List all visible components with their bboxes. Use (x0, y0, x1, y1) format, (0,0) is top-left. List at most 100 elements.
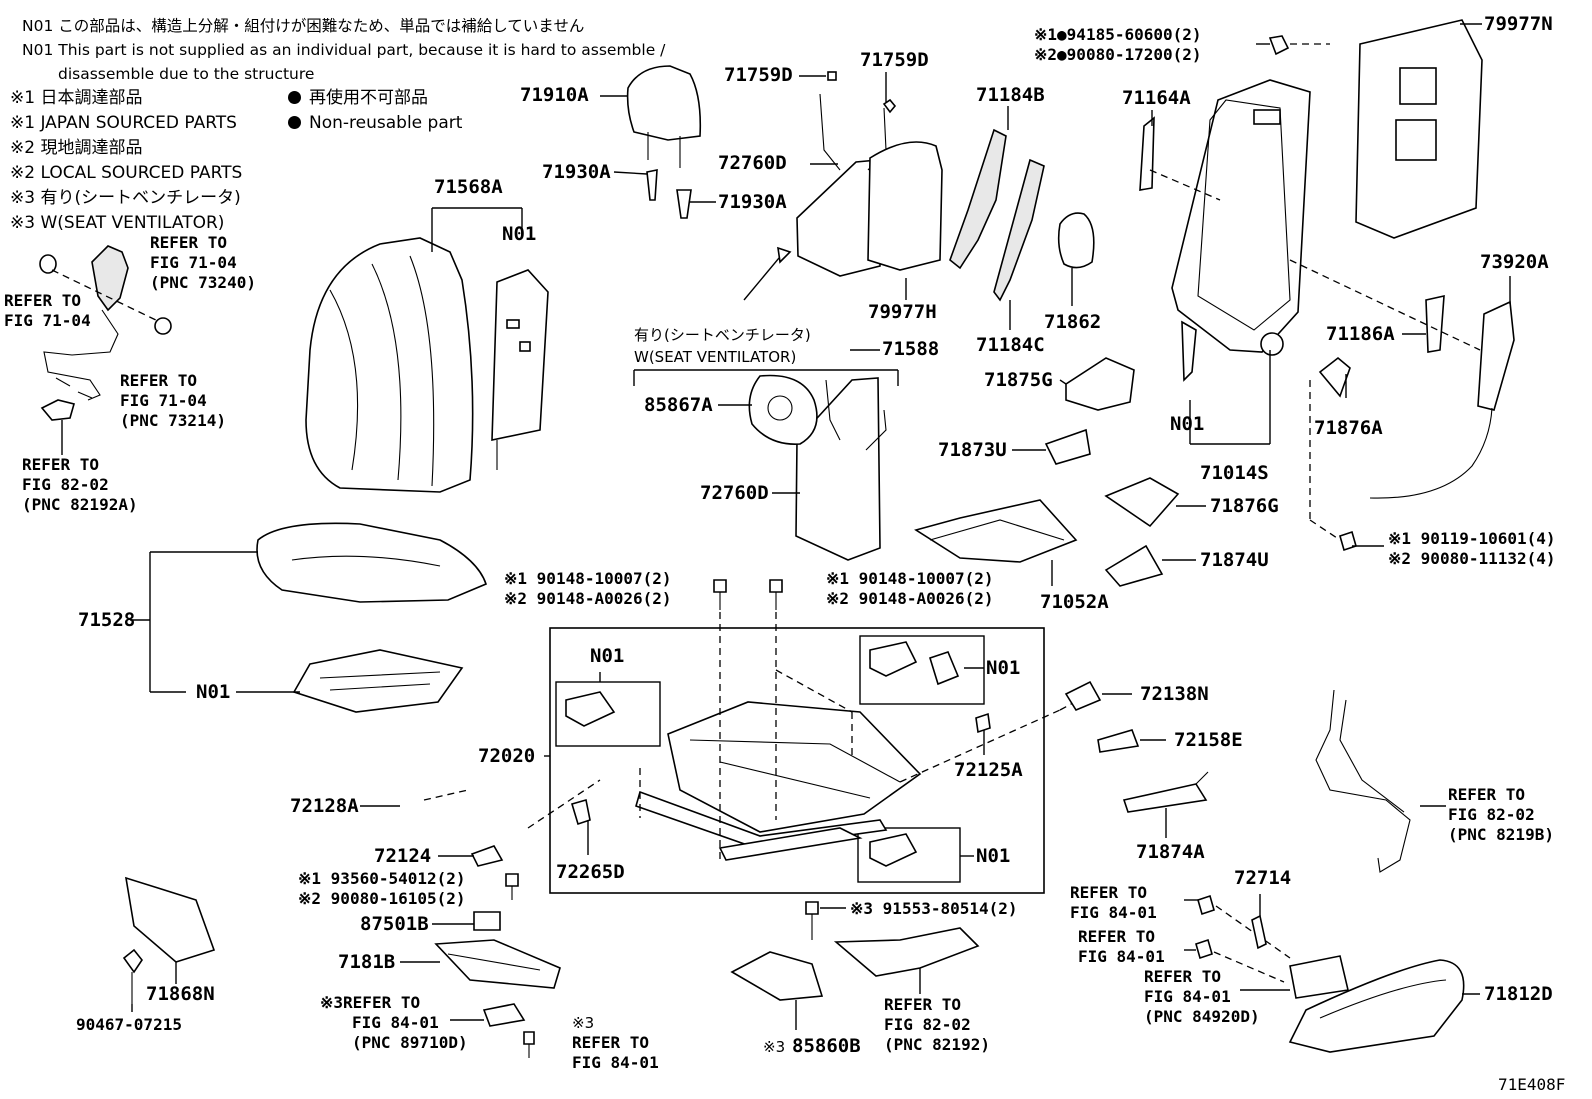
ref11-line2: FIG 84-01 (572, 1053, 659, 1072)
ref9-line2: FIG 82-02 (884, 1015, 971, 1034)
label-72158E: 72158E (1174, 729, 1243, 751)
label-73920A: 73920A (1480, 251, 1549, 273)
bolt-90080-11132: ※2 90080-11132(4) (1388, 549, 1556, 568)
legend-n01-en-2: disassemble due to the structure (58, 65, 315, 83)
label-71014S: 71014S (1200, 462, 1269, 484)
leader-lines (130, 23, 1511, 1030)
label-71186A: 71186A (1326, 323, 1395, 345)
legend-dot-en: Non-reusable part (309, 113, 463, 133)
ref3-line1: REFER TO (120, 371, 197, 390)
recliner-drawing (914, 477, 1180, 587)
legend-nonreusable: 再使用不可部品 Non-reusable part (288, 86, 462, 136)
legend-s3-en: ※3 W(SEAT VENTILATOR) (10, 213, 225, 233)
seat-track-box (423, 579, 1091, 894)
bolt-90148-right-1: ※1 90148-10007(2) (826, 569, 994, 588)
label-71874A: 71874A (1136, 841, 1205, 863)
label-71910A: 71910A (520, 84, 589, 106)
bolt-labels: ※1●94185-60600(2) ※2●90080-17200(2) ※1 9… (76, 25, 1556, 1034)
ref5-line3: (PNC 8219B) (1448, 825, 1554, 844)
label-n01-frame: N01 (1170, 413, 1204, 435)
legend-source: ※1 日本調達部品 ※1 JAPAN SOURCED PARTS ※2 現地調達… (10, 86, 242, 236)
legend-s1-jp: ※1 日本調達部品 (10, 88, 143, 108)
label-71052A: 71052A (1040, 591, 1109, 613)
label-n01-cushion: N01 (196, 681, 230, 703)
label-71812D: 71812D (1484, 983, 1553, 1005)
ref5-line1: REFER TO (1448, 785, 1525, 804)
wire-frame-drawing (743, 71, 943, 561)
bolt-90148-left-2: ※2 90148-A0026(2) (504, 589, 672, 608)
drawing-id: 71E408F (1498, 1075, 1565, 1094)
ref9-line1: REFER TO (884, 995, 961, 1014)
label-71874U: 71874U (1200, 549, 1269, 571)
seat-cushion-drawing (256, 522, 487, 713)
s3-mark-85860B: ※3 (763, 1038, 785, 1056)
legend: N01 この部品は、構造上分解・組付けが困難なため、単品では補給していません N… (22, 14, 665, 86)
label-7181B: 7181B (338, 951, 395, 973)
label-79977N: 79977N (1484, 13, 1553, 35)
legend-s1-en: ※1 JAPAN SOURCED PARTS (10, 113, 237, 133)
ref8-line1: REFER TO (1144, 967, 1221, 986)
label-72714: 72714 (1234, 867, 1291, 889)
ref4-line1: REFER TO (22, 455, 99, 474)
label-72020: 72020 (478, 745, 535, 767)
label-85867A: 85867A (644, 394, 713, 416)
refer-callouts: REFER TO FIG 71-04 (PNC 73240) REFER TO … (4, 233, 1554, 1072)
legend-n01-jp: N01 この部品は、構造上分解・組付けが困難なため、単品では補給していません (22, 17, 585, 35)
legend-s2-en: ※2 LOCAL SOURCED PARTS (10, 163, 243, 183)
ref2-line1: REFER TO (4, 291, 81, 310)
label-71184C: 71184C (976, 334, 1045, 356)
label-85860B: 85860B (792, 1035, 861, 1057)
ref1-line3: (PNC 73240) (150, 273, 256, 292)
nonreusable-dot-icon (288, 91, 301, 104)
ventilator-group: 有り(シートベンチレータ) W(SEAT VENTILATOR) (633, 326, 899, 386)
label-71759D-1: 71759D (724, 64, 793, 86)
switch-harness-drawing (39, 245, 172, 455)
bolt-90119: ※1 90119-10601(4) (1388, 529, 1556, 548)
ref6-line2: FIG 84-01 (1070, 903, 1157, 922)
bolt-94185: ※1●94185-60600(2) (1034, 25, 1202, 44)
ref11-line1: REFER TO (572, 1033, 649, 1052)
label-71873U: 71873U (938, 439, 1007, 461)
ref8-line3: (PNC 84920D) (1144, 1007, 1260, 1026)
bolt-90148-left-1: ※1 90148-10007(2) (504, 569, 672, 588)
ref7-line1: REFER TO (1078, 927, 1155, 946)
ref11-s3: ※3 (572, 1014, 594, 1032)
ref1-line2: FIG 71-04 (150, 253, 237, 272)
label-n01-track-1: N01 (590, 645, 624, 667)
label-n01-track-2: N01 (986, 657, 1020, 679)
legend-s2-jp: ※2 現地調達部品 (10, 138, 143, 158)
nonreusable-dot-icon (288, 116, 301, 129)
bolt-90467: 90467-07215 (76, 1015, 182, 1034)
label-72760D-2: 72760D (700, 482, 769, 504)
label-72125A: 72125A (954, 759, 1023, 781)
label-72128A: 72128A (290, 795, 359, 817)
bolt-90080-17200: ※2●90080-17200(2) (1034, 45, 1202, 64)
label-72138N: 72138N (1140, 683, 1209, 705)
legend-dot-jp: 再使用不可部品 (309, 88, 428, 108)
side-trim-drawing (949, 128, 1135, 465)
label-71568A: 71568A (434, 176, 503, 198)
ref8-line2: FIG 84-01 (1144, 987, 1231, 1006)
ref10-line2: FIG 84-01 (352, 1013, 439, 1032)
label-71862: 71862 (1044, 311, 1101, 333)
label-71759D-2: 71759D (860, 49, 929, 71)
label-72124: 72124 (374, 845, 431, 867)
label-71868N: 71868N (146, 983, 215, 1005)
ref4-line2: FIG 82-02 (22, 475, 109, 494)
bolt-91553: ※3 91553-80514(2) (850, 899, 1018, 918)
part-labels: 71910A 71930A 71930A 71759D 71759D 72760… (78, 13, 1565, 1094)
label-n01-seatback: N01 (502, 223, 536, 245)
ref10-line1: ※3REFER TO (320, 993, 420, 1012)
label-71164A: 71164A (1122, 87, 1191, 109)
label-71875G: 71875G (984, 369, 1053, 391)
ventilator-label-jp: 有り(シートベンチレータ) (634, 326, 811, 344)
label-n01-track-3: N01 (976, 845, 1010, 867)
ref1-line1: REFER TO (150, 233, 227, 252)
label-71876G: 71876G (1210, 495, 1279, 517)
bolt-93560: ※1 93560-54012(2) (298, 869, 466, 888)
legend-s3-jp: ※3 有り(シートベンチレータ) (10, 188, 241, 208)
ref2-line2: FIG 71-04 (4, 311, 91, 330)
bolt-90148-right-2: ※2 90148-A0026(2) (826, 589, 994, 608)
label-71930A-1: 71930A (542, 161, 611, 183)
